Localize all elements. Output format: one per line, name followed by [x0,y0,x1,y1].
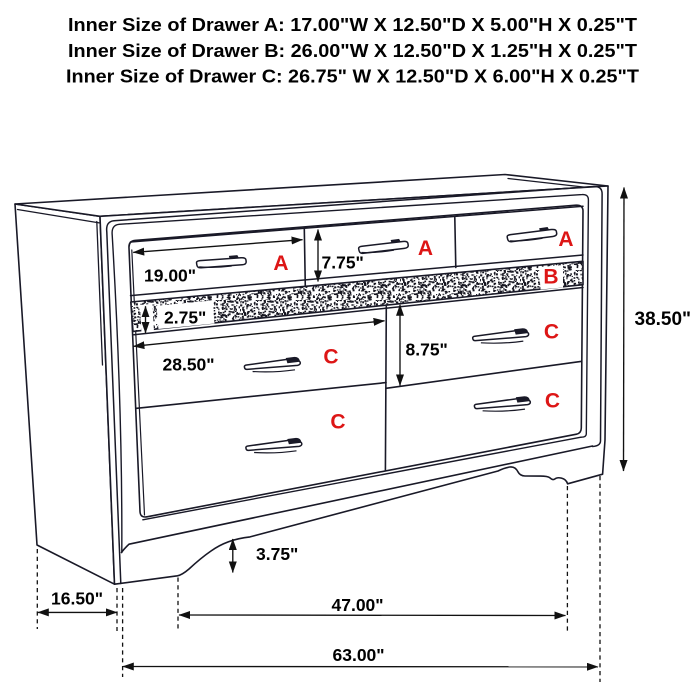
svg-text:A: A [418,237,433,260]
svg-text:A: A [273,252,288,275]
svg-text:B: B [543,266,558,289]
svg-text:2.75": 2.75" [164,307,206,327]
svg-text:Inner Size of Drawer A: 17.00": Inner Size of Drawer A: 17.00"W X 12.50"… [68,15,637,35]
svg-text:C: C [330,411,345,434]
svg-text:28.50": 28.50" [163,354,215,374]
svg-text:A: A [558,228,573,251]
svg-text:Inner Size of Drawer C: 26.75": Inner Size of Drawer C: 26.75" W X 12.50… [66,67,639,87]
svg-text:47.00": 47.00" [332,595,384,615]
svg-text:63.00": 63.00" [333,645,385,665]
svg-text:C: C [323,346,338,369]
svg-text:16.50": 16.50" [51,589,103,609]
svg-text:C: C [545,390,560,413]
svg-text:C: C [544,321,559,344]
svg-text:19.00": 19.00" [144,266,196,286]
svg-text:38.50": 38.50" [635,309,692,330]
svg-text:3.75": 3.75" [256,544,298,564]
svg-text:7.75": 7.75" [322,253,364,273]
svg-text:8.75": 8.75" [406,340,448,360]
svg-text:Inner Size of Drawer B: 26.00": Inner Size of Drawer B: 26.00"W X 12.50"… [68,41,637,61]
